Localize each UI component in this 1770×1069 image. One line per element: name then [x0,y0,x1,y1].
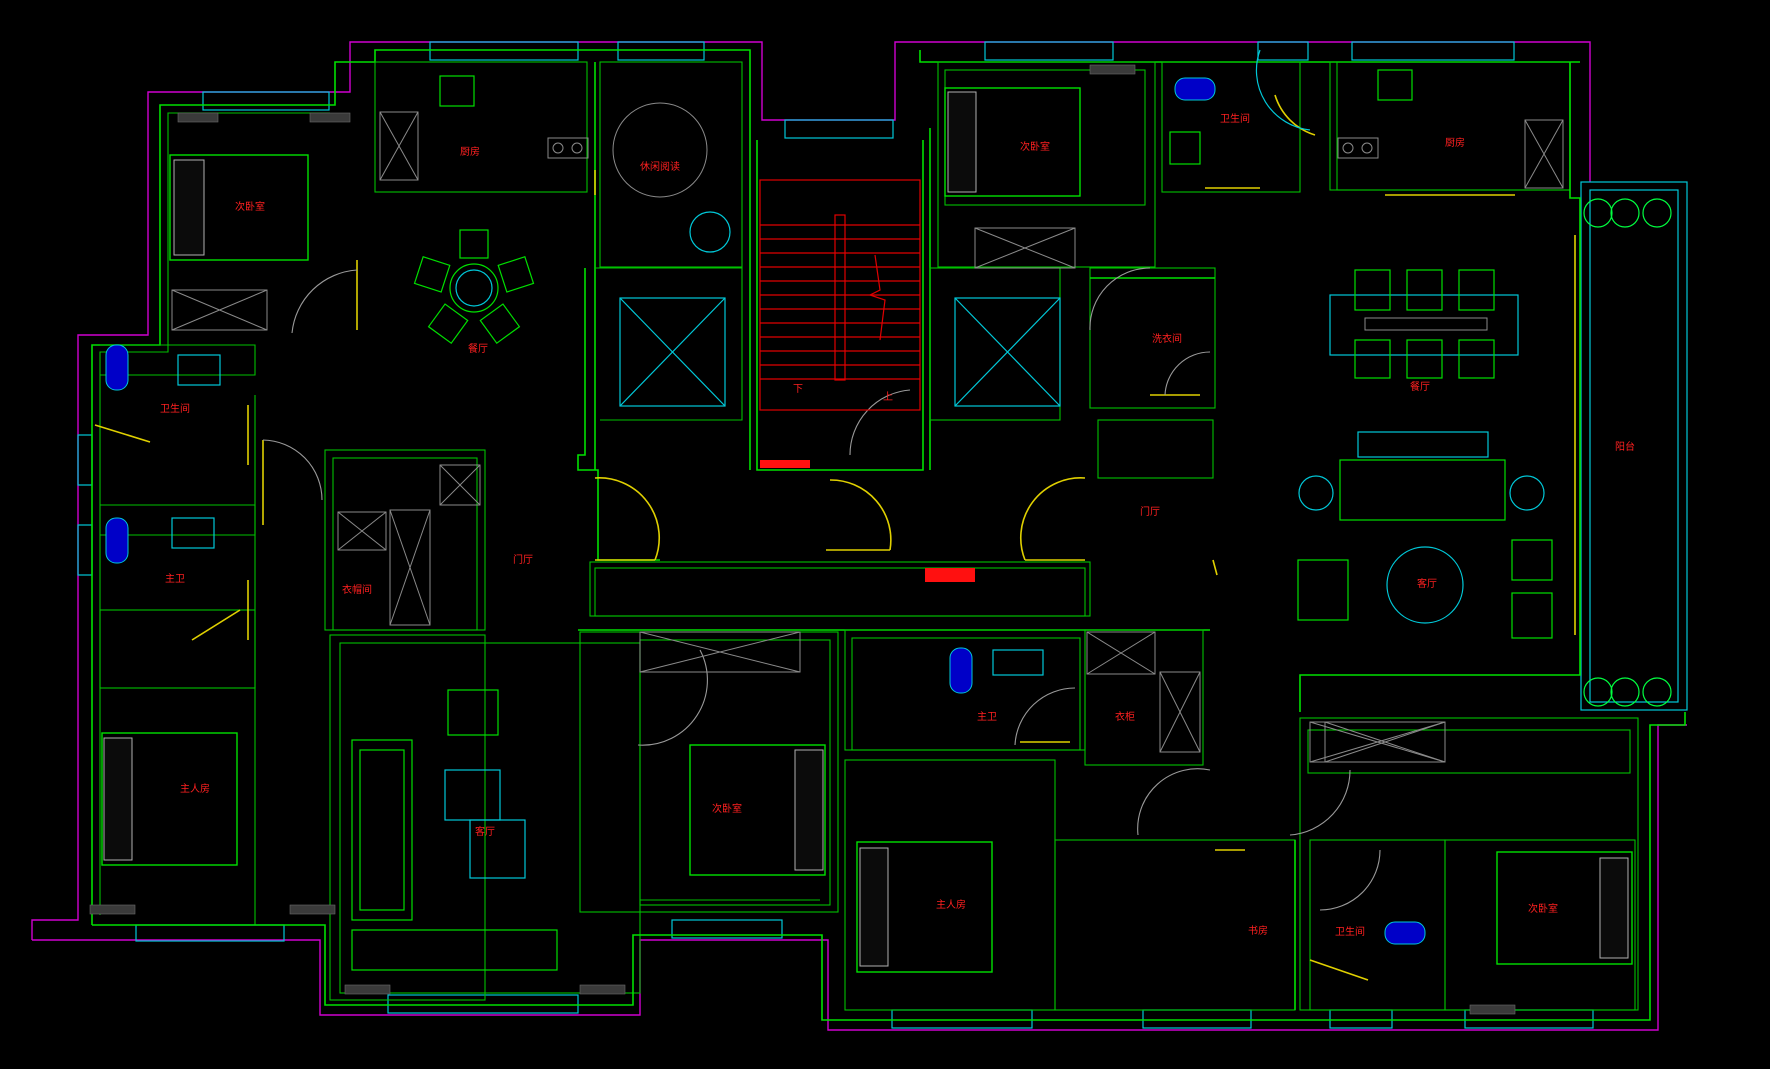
room-label-balcony: 阳台 [1615,440,1635,453]
sink-icon [171,69,1413,676]
cabinet [171,289,268,331]
room-label-master-bath-east: 主卫 [977,711,997,723]
staircase: 下 上 [759,179,975,582]
room-label-bathroom-se: 卫生间 [1335,925,1365,938]
plant-icon [1583,198,1672,707]
round-table-icon [449,102,1545,624]
room-label-laundry: 洗衣间 [1152,332,1182,345]
cabinet [389,509,431,626]
cabinet [1324,721,1446,763]
room-label-master-bedroom-se: 主人房 [936,898,966,911]
room-label-wardrobe-east: 衣柜 [1115,710,1135,723]
cabinet-cross [974,227,1076,269]
room-label-study: 书房 [1248,924,1268,937]
room-label-bathroom-west: 卫生间 [160,402,190,415]
cabinet-cross [439,464,481,506]
doors [94,94,1576,981]
room-label-secondary-bedroom-ne: 次卧室 [1020,140,1050,153]
stair-label-up: 上 [883,391,893,403]
cabinet [974,227,1076,269]
cabinet [639,631,801,673]
cabinet-cross [1324,721,1446,763]
hatch-strips [89,64,1516,1015]
chair-icon [413,256,451,293]
room-label-dining-west: 餐厅 [468,342,488,355]
dining-chairs-west [413,229,535,344]
room-label-bathroom-east: 卫生间 [1220,112,1250,125]
room-label-cloakroom-west: 衣帽间 [342,583,372,596]
room-label-leisure-reading: 休闲阅读 [640,160,680,173]
room-label-secondary-bedroom-center: 次卧室 [712,802,742,815]
room-label-master-bath-west: 主卫 [165,573,185,585]
room-label-secondary-bedroom-nw: 次卧室 [235,200,265,213]
walls [91,49,1686,1021]
door-swings [637,49,1381,911]
cabinet-cross [1086,631,1156,675]
room-label-kitchen-east: 厨房 [1445,136,1465,149]
cabinet [1086,631,1156,675]
stair-label-down: 下 [793,384,803,395]
toilet-icon [105,77,1426,945]
cabinet-cross [1524,119,1564,189]
room-label-kitchen-west: 厨房 [460,145,480,158]
elevator-icon [619,297,1061,407]
cabinet-cross [171,289,268,331]
outer-boundary [31,41,1687,1031]
cabinet-cross [1159,671,1201,753]
room-label-living-west: 客厅 [475,825,495,838]
stove-icon [547,137,1379,159]
room-label-dining-east: 餐厅 [1410,380,1430,393]
cabinet [379,111,419,181]
room-label-living-east: 客厅 [1417,577,1437,590]
dining-table-icon [1329,269,1519,379]
chair-icon [459,229,489,259]
cabinet-cross [337,511,387,551]
cabinet-cross [1309,721,1446,763]
cabinet [337,511,387,551]
room-label-foyer-west: 门厅 [513,553,533,566]
cabinet-cross [639,631,801,673]
cabinets [171,111,1564,763]
cabinet [1524,119,1564,189]
cabinet [1159,671,1201,753]
chair-icon [427,303,469,344]
room-label-secondary-bedroom-se: 次卧室 [1528,902,1558,915]
room-label-foyer-east: 门厅 [1140,505,1160,518]
bed-icon [101,87,1633,973]
chair-icon [497,256,535,293]
cabinet-cross [389,509,431,626]
cabinet [439,464,481,506]
sofa-icon [351,431,1553,971]
room-labels: 次卧室厨房休闲阅读餐厅卫生间主卫衣帽间门厅主人房客厅次卧室次卧室卫生间厨房洗衣间… [160,112,1635,938]
chair-icon [479,303,521,344]
cabinet-cross [379,111,419,181]
room-label-master-bedroom-sw: 主人房 [180,782,210,795]
